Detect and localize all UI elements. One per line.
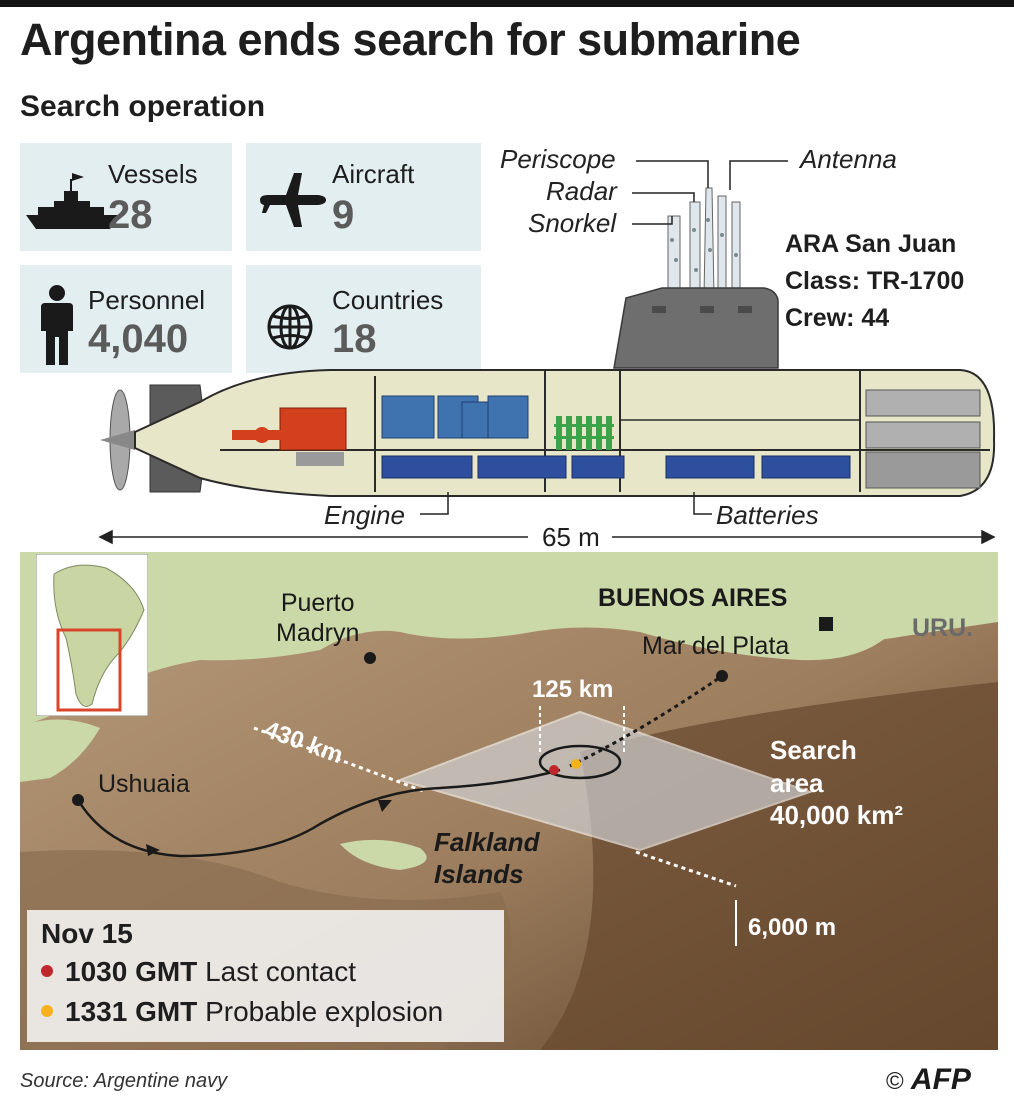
sail bbox=[613, 287, 779, 369]
stat-value: 9 bbox=[332, 193, 355, 237]
south-america-icon bbox=[53, 564, 145, 707]
submarine-diagram bbox=[98, 160, 996, 545]
person-icon bbox=[41, 285, 73, 365]
callout-antenna: Antenna bbox=[800, 144, 897, 174]
distance-125: 125 km bbox=[532, 676, 614, 703]
stat-label: Personnel bbox=[88, 285, 206, 315]
falkland-islands-shape bbox=[340, 839, 427, 870]
route-line bbox=[76, 768, 561, 858]
antenna-mast bbox=[731, 201, 741, 297]
diesel-engines bbox=[381, 395, 529, 439]
radar-mast bbox=[689, 201, 701, 297]
label-buenos-aires: BUENOS AIRES bbox=[598, 584, 788, 612]
incident-ring bbox=[538, 744, 622, 780]
length-dimension bbox=[98, 529, 996, 545]
agency-name: AFP bbox=[910, 1063, 971, 1096]
globe-icon bbox=[267, 304, 313, 350]
submarine-class: Class: TR-1700 bbox=[785, 267, 965, 295]
legend: Nov 15 1030 GMT Last contact 1331 GMT Pr… bbox=[27, 910, 504, 1042]
callout-radar: Radar bbox=[546, 176, 617, 206]
label-ushuaia: Ushuaia bbox=[98, 770, 190, 798]
last-contact-dot bbox=[41, 964, 53, 977]
batteries-bank bbox=[381, 455, 851, 479]
stat-label: Aircraft bbox=[332, 159, 415, 189]
map bbox=[20, 552, 998, 1050]
stat-value: 18 bbox=[332, 317, 377, 361]
mast-camouflage bbox=[670, 218, 738, 272]
label-uruguay: URU. bbox=[912, 614, 974, 642]
top-bar bbox=[0, 0, 1014, 7]
stat-personnel: Personnel 4,040 bbox=[20, 265, 232, 373]
submarine-info: ARA San Juan Class: TR-1700 Crew: 44 bbox=[785, 226, 964, 337]
stat-value: 28 bbox=[108, 193, 153, 237]
explosion-marker bbox=[571, 759, 581, 769]
explosion-dot bbox=[41, 1004, 53, 1017]
page-title: Argentina ends search for submarine bbox=[20, 14, 801, 65]
depth-label: 6,000 m bbox=[748, 914, 837, 941]
inset-map bbox=[36, 554, 148, 716]
sub-length: 65 m bbox=[542, 522, 600, 552]
legend-text: Probable explosion bbox=[205, 996, 444, 1027]
ushuaia-marker bbox=[72, 794, 84, 806]
stat-value: 4,040 bbox=[88, 317, 189, 361]
snorkel-mast bbox=[667, 215, 681, 297]
mar-del-plata-marker bbox=[716, 670, 728, 682]
inset-highlight bbox=[56, 628, 122, 712]
legend-date: Nov 15 bbox=[41, 918, 133, 949]
legend-text: Last contact bbox=[205, 956, 357, 987]
mast bbox=[717, 195, 727, 297]
legend-last-contact: 1030 GMT Last contact bbox=[41, 956, 356, 988]
crew-value: 44 bbox=[861, 304, 890, 332]
legend-time: 1331 GMT bbox=[65, 996, 198, 1027]
ship-icon bbox=[26, 173, 118, 229]
stat-countries: Countries 18 bbox=[246, 265, 481, 373]
search-area-title: Search area bbox=[770, 735, 857, 798]
puerto-madryn-marker bbox=[364, 652, 376, 664]
search-area-size: 40,000 km² bbox=[770, 800, 903, 830]
source-note: Source: Argentine navy bbox=[20, 1070, 228, 1092]
airplane-icon bbox=[260, 173, 326, 227]
callout-periscope: Periscope bbox=[500, 144, 616, 174]
submarine-name: ARA San Juan bbox=[785, 230, 957, 258]
legend-time: 1030 GMT bbox=[65, 956, 198, 987]
page-subtitle: Search operation bbox=[20, 90, 266, 123]
stat-vessels: Vessels 28 bbox=[20, 143, 232, 251]
search-area bbox=[396, 710, 814, 852]
electric-motor bbox=[279, 407, 347, 451]
label-puerto-madryn: Puerto Madryn bbox=[276, 589, 360, 647]
land-argentina bbox=[20, 552, 998, 726]
callout-lines bbox=[420, 160, 788, 515]
land-uruguay bbox=[840, 582, 998, 640]
last-contact-marker bbox=[549, 765, 559, 775]
callout-engine: Engine bbox=[324, 500, 405, 530]
periscope-mast bbox=[703, 187, 715, 297]
label-mar-del-plata: Mar del Plata bbox=[642, 632, 790, 660]
submarine-crew: Crew: 44 bbox=[785, 300, 964, 337]
stat-aircraft: Aircraft 9 bbox=[246, 143, 481, 251]
copyright-symbol: © bbox=[886, 1068, 904, 1095]
stat-label: Countries bbox=[332, 285, 444, 315]
stat-label: Vessels bbox=[108, 159, 198, 189]
buenos-aires-marker bbox=[819, 617, 833, 631]
label-falkland-islands: Falkland Islands bbox=[434, 827, 540, 889]
crew-label: Crew: bbox=[785, 304, 862, 332]
legend-explosion: 1331 GMT Probable explosion bbox=[41, 996, 443, 1028]
callout-snorkel: Snorkel bbox=[528, 208, 617, 238]
callout-batteries: Batteries bbox=[716, 500, 819, 530]
control-equipment bbox=[554, 416, 614, 450]
afp-logo: © AFP bbox=[886, 1063, 971, 1097]
